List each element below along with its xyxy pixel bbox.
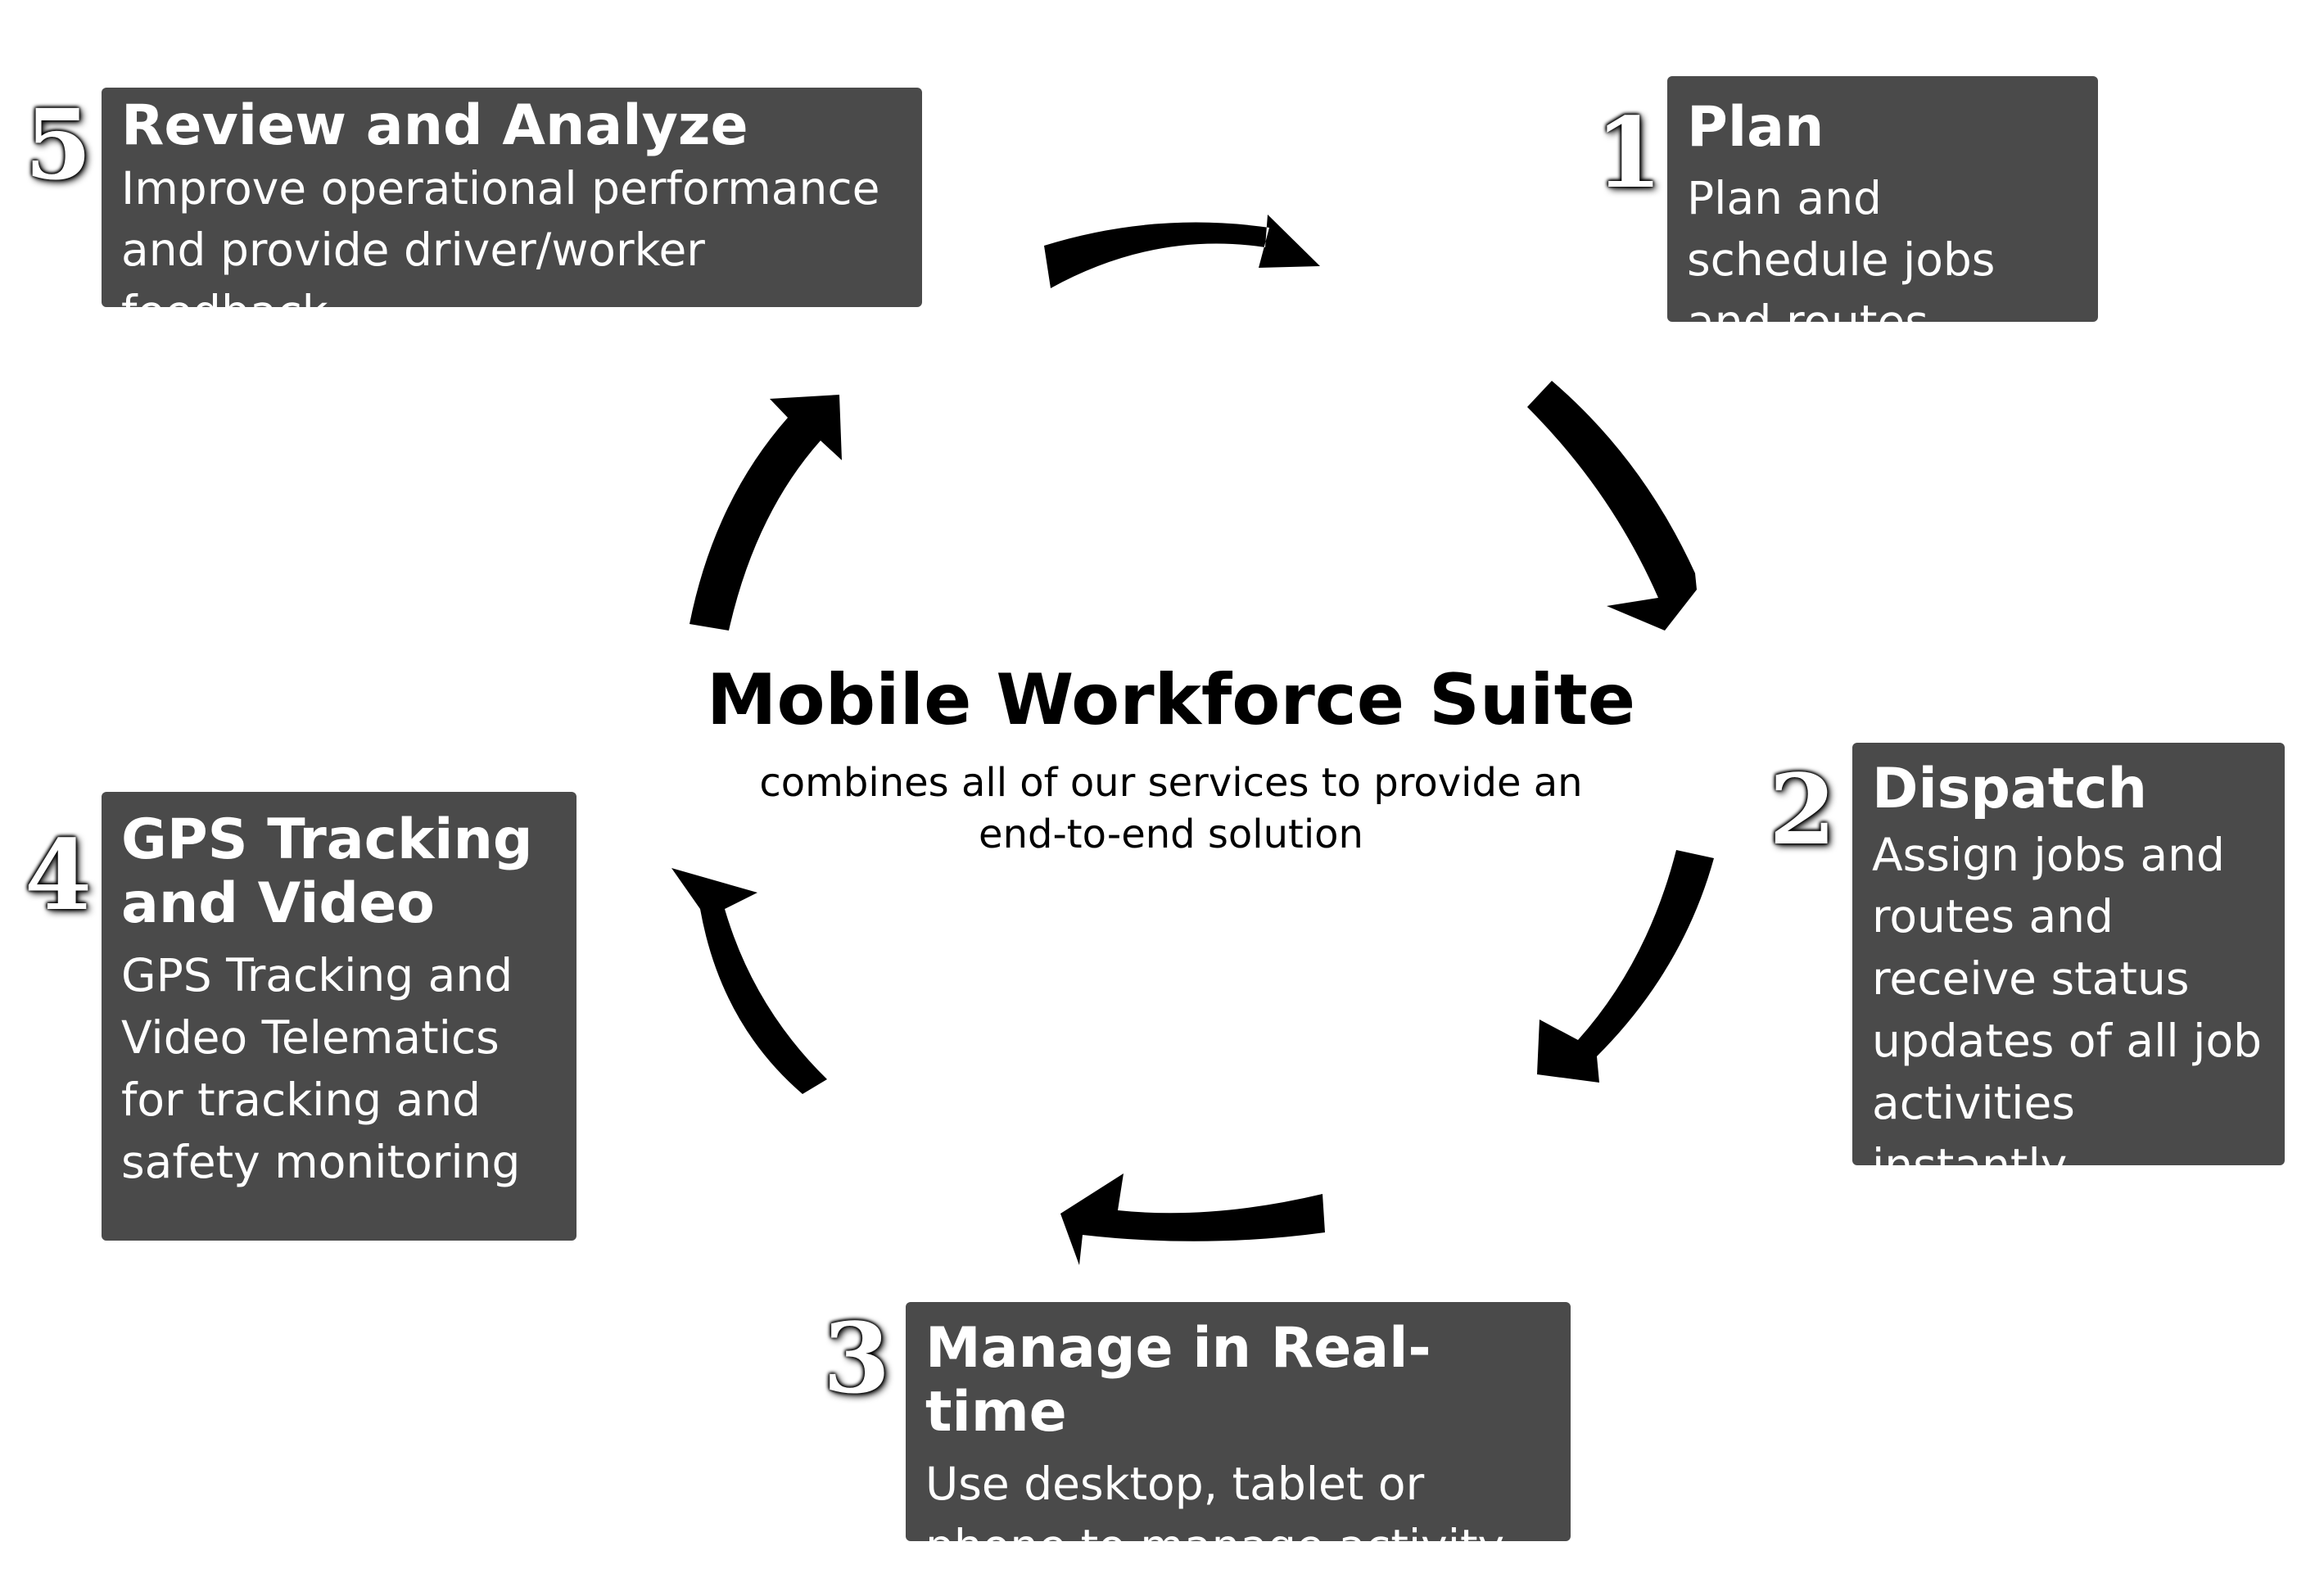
step-number-3: 3 xyxy=(823,1301,891,1415)
step-description: Improve operational performance and prov… xyxy=(121,161,880,339)
arrow-5-to-1 xyxy=(1044,215,1320,288)
step-title: Dispatch xyxy=(1872,757,2148,821)
step-box-review-and-analyze: Review and Analyze Improve operational p… xyxy=(102,88,922,338)
step-title: Manage in Real-time xyxy=(925,1316,1431,1445)
step-description: Assign jobs and routes and receive statu… xyxy=(1872,828,2263,1191)
center-title: Mobile Workforce Suite xyxy=(706,659,1636,741)
step-number-5: 5 xyxy=(25,88,93,201)
step-title: Plan xyxy=(1687,95,1824,160)
step-number-4: 4 xyxy=(25,818,93,932)
step-number-1: 1 xyxy=(1595,96,1663,210)
step-box-gps-tracking-and-video: GPS Tracking and Video GPS Tracking and … xyxy=(102,792,576,1241)
step-description: GPS Tracking and Video Telematics for tr… xyxy=(121,949,521,1188)
step-title: Review and Analyze xyxy=(121,93,748,158)
center-subtitle: combines all of our services to provide … xyxy=(759,760,1583,858)
step-description: Plan and schedule jobs and routes xyxy=(1687,171,1996,349)
step-box-plan: Plan Plan and schedule jobs and routes xyxy=(1667,76,2098,348)
step-box-manage-in-real-time: Manage in Real-time Use desktop, tablet … xyxy=(906,1302,1571,1572)
arrow-2-to-3 xyxy=(1537,850,1714,1083)
step-description: Use desktop, tablet or phone to manage a… xyxy=(925,1458,1505,1572)
step-title: GPS Tracking and Video xyxy=(121,807,533,936)
arrow-4-to-5 xyxy=(671,868,827,1094)
step-box-dispatch: Dispatch Assign jobs and routes and rece… xyxy=(1852,743,2285,1191)
arrow-3-to-4 xyxy=(1060,1173,1325,1265)
arrow-1-to-2 xyxy=(1527,381,1697,631)
arrow-4-to-5-upper xyxy=(690,395,842,631)
step-number-2: 2 xyxy=(1769,753,1837,866)
